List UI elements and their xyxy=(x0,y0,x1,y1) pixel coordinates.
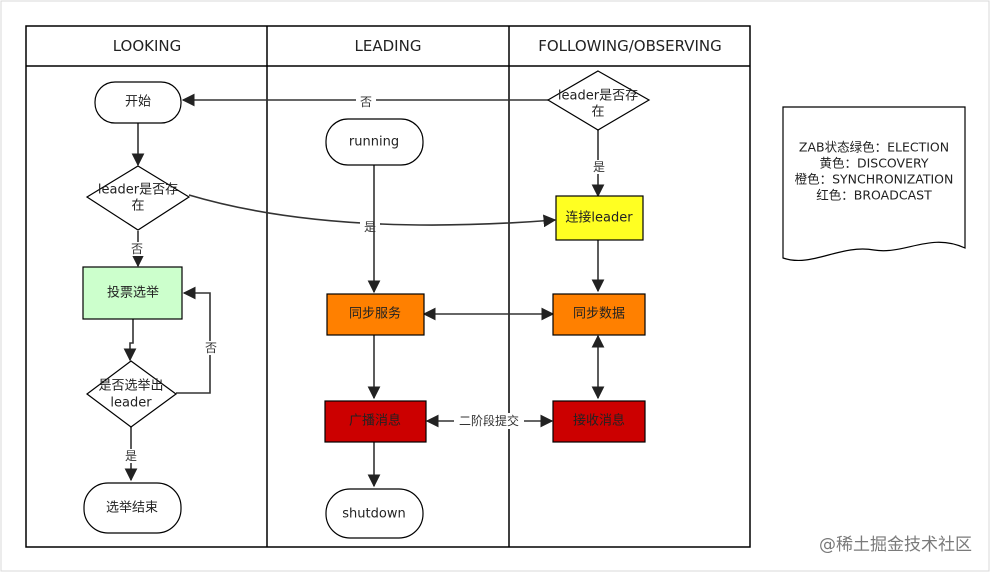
node-elected-line2: leader xyxy=(110,396,152,411)
node-running xyxy=(325,118,424,166)
node-connect-leader xyxy=(555,195,644,241)
edge-label-yes-connect: 是 xyxy=(593,160,605,174)
edge-vote-to-check xyxy=(123,319,137,362)
legend-note xyxy=(782,106,966,262)
swimlane-pool xyxy=(25,25,751,548)
node-leader-exists-1-line2: 在 xyxy=(131,199,144,214)
node-sync-data-label: 同步数据 xyxy=(573,307,625,322)
node-vote xyxy=(82,266,183,320)
node-running-label: running xyxy=(349,135,399,150)
node-leader-exists-1-line1: leader是否存 xyxy=(98,183,178,198)
node-start xyxy=(94,81,182,124)
edge-label-no-to-vote: 否 xyxy=(131,242,143,256)
node-sync-service-label: 同步服务 xyxy=(349,306,401,322)
node-elected xyxy=(86,360,178,428)
edges: 否 是 否 否 是 是 xyxy=(121,93,609,488)
node-shutdown-label: shutdown xyxy=(342,507,405,522)
node-vote-label: 投票选举 xyxy=(107,285,159,301)
watermark: @稀土掘金技术社区 xyxy=(819,535,972,555)
node-receive-msg-label: 接收消息 xyxy=(573,413,625,429)
node-leader-exists-1 xyxy=(85,165,191,231)
node-sync-data xyxy=(552,293,646,336)
lane-header-following: FOLLOWING/OBSERVING xyxy=(538,37,722,55)
node-election-end xyxy=(83,482,182,534)
edge-label-no-retry: 否 xyxy=(205,341,217,355)
node-receive-msg xyxy=(552,400,646,443)
node-leader-exists-2 xyxy=(546,70,651,131)
edge-label-yes-to-connect: 是 xyxy=(364,220,376,234)
lane-header-leading: LEADING xyxy=(355,37,422,55)
node-elected-line1: 是否选举出 xyxy=(98,379,163,394)
node-sync-service xyxy=(326,293,425,336)
legend-line-3: 橙色：SYNCHRONIZATION xyxy=(795,172,954,187)
node-broadcast xyxy=(324,400,427,443)
node-shutdown xyxy=(325,488,424,539)
node-start-label: 开始 xyxy=(125,95,151,110)
edge-yes-to-connect xyxy=(188,194,557,228)
node-leader-exists-2-line2: 在 xyxy=(591,105,604,120)
edge-label-two-phase-commit: 二阶段提交 xyxy=(459,413,519,428)
edge-label-yes-end: 是 xyxy=(125,449,137,463)
legend-line-4: 红色：BROADCAST xyxy=(816,188,932,203)
lane-header-looking: LOOKING xyxy=(113,37,182,55)
node-broadcast-label: 广播消息 xyxy=(349,413,401,429)
node-connect-leader-label: 连接leader xyxy=(565,210,633,226)
legend-line-1: ZAB状态绿色：ELECTION xyxy=(799,140,949,155)
node-election-end-label: 选举结束 xyxy=(106,501,158,516)
edge-label-no-to-start: 否 xyxy=(360,95,372,109)
legend-line-2: 黄色：DISCOVERY xyxy=(819,156,928,171)
node-leader-exists-2-line1: leader是否存 xyxy=(558,89,638,104)
